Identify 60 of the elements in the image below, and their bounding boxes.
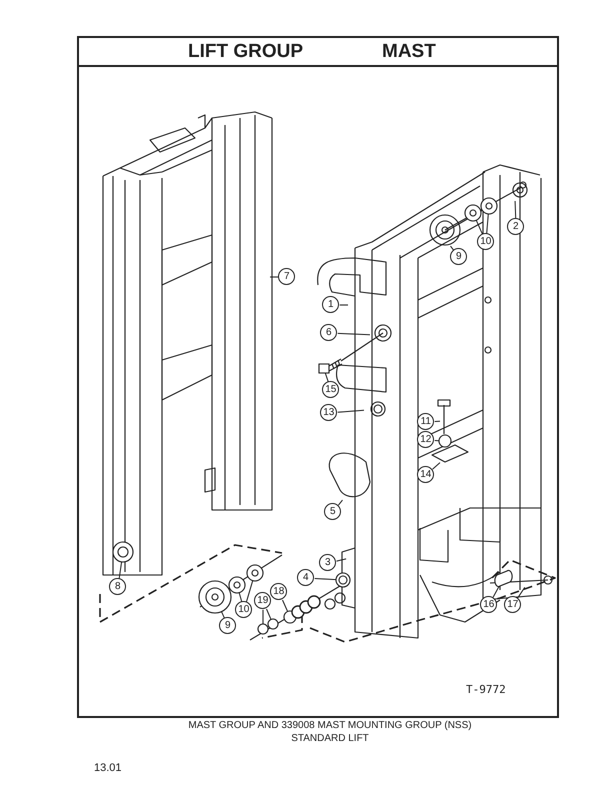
leader-line <box>337 332 370 336</box>
leader-line <box>246 580 254 602</box>
callout-number: 17 <box>504 596 522 614</box>
washer <box>438 434 452 448</box>
leader-line <box>486 214 489 234</box>
callout-number: 8 <box>109 578 126 596</box>
washer <box>480 197 498 215</box>
washer <box>228 576 246 594</box>
callout-number: 18 <box>270 583 288 600</box>
callout-number: 11 <box>417 413 434 430</box>
roller <box>198 580 232 614</box>
page-number: 13.01 <box>94 762 122 774</box>
leader-line <box>282 600 288 612</box>
leader-line <box>339 304 348 306</box>
leader-line <box>517 586 526 598</box>
washer <box>335 572 351 588</box>
leader-line <box>266 608 272 620</box>
callout-number: 14 <box>417 466 434 484</box>
callout-number: 7 <box>278 268 296 286</box>
drawing-number: T-9772 <box>466 683 506 696</box>
leader-line <box>432 462 440 470</box>
bushing <box>494 570 513 588</box>
callout-number: 4 <box>297 569 314 586</box>
figure-caption: MAST GROUP AND 339008 MAST MOUNTING GROUP (NSS) STANDARD LIFT <box>187 719 473 745</box>
spring <box>283 595 321 624</box>
callout-number: 1 <box>322 296 340 314</box>
leader-line <box>336 558 347 562</box>
leader-line <box>338 500 343 506</box>
bolt <box>318 358 343 374</box>
washer <box>464 204 482 222</box>
leader-line <box>324 371 329 382</box>
callout-number: 19 <box>254 592 272 610</box>
leader-line <box>434 440 440 442</box>
callout-number: 15 <box>322 381 340 398</box>
header-title: MAST <box>382 41 436 63</box>
callout-number: 3 <box>319 554 336 572</box>
leader-line <box>262 609 264 624</box>
leader-line <box>238 592 242 602</box>
callout-number: 16 <box>480 596 498 614</box>
washer <box>257 623 269 635</box>
callout-number: 9 <box>219 617 236 634</box>
leader-line <box>314 578 336 580</box>
callout-number: 2 <box>507 218 524 236</box>
leader-line <box>270 276 279 278</box>
leader-line <box>434 420 440 422</box>
callout-number: 6 <box>320 324 338 342</box>
leader-line <box>476 220 483 235</box>
callout-number: 10 <box>235 601 252 618</box>
washer <box>267 618 279 630</box>
washer <box>246 564 264 582</box>
callout-number: 10 <box>477 233 494 250</box>
callout-number: 13 <box>320 404 338 422</box>
roller <box>112 541 134 563</box>
callout-number: 12 <box>417 431 434 448</box>
page-title: LIFT GROUP <box>188 41 304 63</box>
leader-line <box>118 561 122 579</box>
leader-line <box>337 410 364 413</box>
callout-number: 9 <box>450 248 468 266</box>
callout-number: 5 <box>324 503 342 520</box>
leader-line <box>514 200 516 219</box>
